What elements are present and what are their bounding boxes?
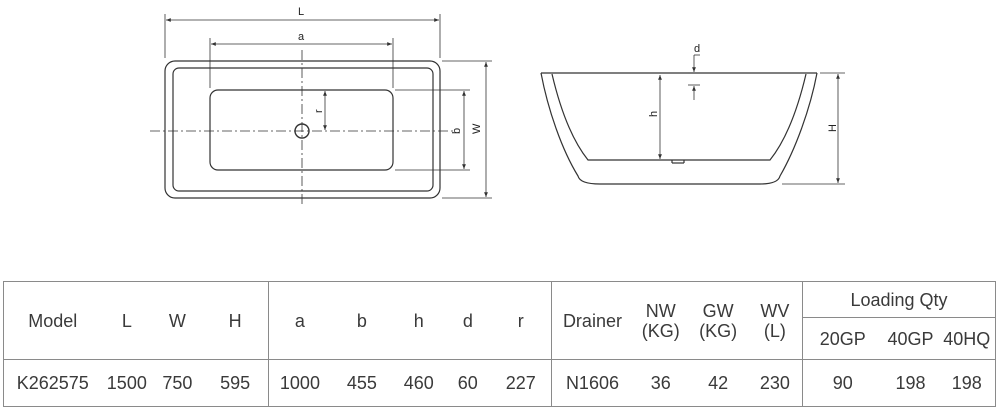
cell-h: 460 — [392, 359, 446, 407]
header-gw-line2: (KG) — [699, 320, 738, 341]
cell-gw: 42 — [688, 359, 748, 407]
header-nw-line1: NW — [645, 300, 676, 321]
top-view-drawing — [150, 14, 492, 205]
side-view-drawing — [540, 54, 845, 185]
header-nw: NW (KG) — [632, 281, 689, 360]
header-40hq: 40HQ — [938, 317, 997, 360]
header-wv-line2: (L) — [763, 320, 786, 341]
cell-b: 455 — [331, 359, 393, 407]
header-r: r — [490, 281, 553, 360]
tub-outer-shell — [540, 72, 818, 185]
label-a: a — [298, 31, 305, 43]
label-W: W — [471, 123, 483, 134]
header-wv-line1: WV — [760, 300, 790, 321]
header-L: L — [101, 281, 153, 360]
drain-hole — [294, 123, 310, 139]
header-loading-qty: Loading Qty — [802, 281, 996, 318]
cell-L: 1500 — [101, 359, 153, 407]
header-wv: WV (L) — [747, 281, 803, 360]
cell-a: 1000 — [267, 359, 332, 407]
cell-nw: 36 — [632, 359, 689, 407]
cell-r: 227 — [490, 359, 553, 407]
header-W: W — [152, 281, 203, 360]
label-h: h — [648, 111, 660, 117]
header-H: H — [202, 281, 269, 360]
header-d: d — [445, 281, 491, 360]
cell-40hq: 198 — [938, 359, 997, 407]
header-drainer: Drainer — [551, 281, 633, 360]
tub-basin-outline — [209, 89, 394, 171]
spec-table: Model L W H a b h d r Drainer NW (KG) GW… — [2, 281, 997, 407]
header-20gp: 20GP — [801, 317, 883, 360]
label-b: b — [451, 128, 463, 134]
technical-drawings: L a r b W d h H — [150, 6, 845, 205]
cell-W: 750 — [152, 359, 203, 407]
header-model: Model — [2, 281, 102, 360]
cell-wv: 230 — [747, 359, 803, 407]
label-r: r — [313, 109, 325, 113]
header-row-1: Model L W H a b h d r Drainer NW (KG) GW… — [2, 281, 996, 360]
header-h: h — [392, 281, 446, 360]
header-gw: GW (KG) — [688, 281, 748, 360]
cell-drainer: N1606 — [551, 359, 633, 407]
table-row: K262575 1500 750 595 1000 455 460 60 227… — [2, 359, 997, 407]
tub-inner-shell — [551, 73, 807, 161]
cell-model: K262575 — [2, 359, 102, 407]
cell-H: 595 — [202, 359, 269, 407]
cell-d: 60 — [445, 359, 491, 407]
label-L: L — [298, 6, 304, 18]
tub-outer-outline — [164, 60, 441, 199]
header-gw-line1: GW — [702, 300, 734, 321]
label-d: d — [694, 43, 700, 55]
tub-rim-outline — [172, 67, 434, 192]
header-row-2: 20GP 40GP 40HQ — [4, 317, 997, 360]
header-b: b — [331, 281, 393, 360]
header-40gp: 40GP — [882, 317, 939, 360]
cell-40gp: 198 — [882, 359, 939, 407]
label-H: H — [827, 124, 839, 132]
cell-20gp: 90 — [801, 359, 883, 407]
header-a: a — [267, 281, 332, 360]
header-nw-line2: (KG) — [641, 320, 680, 341]
